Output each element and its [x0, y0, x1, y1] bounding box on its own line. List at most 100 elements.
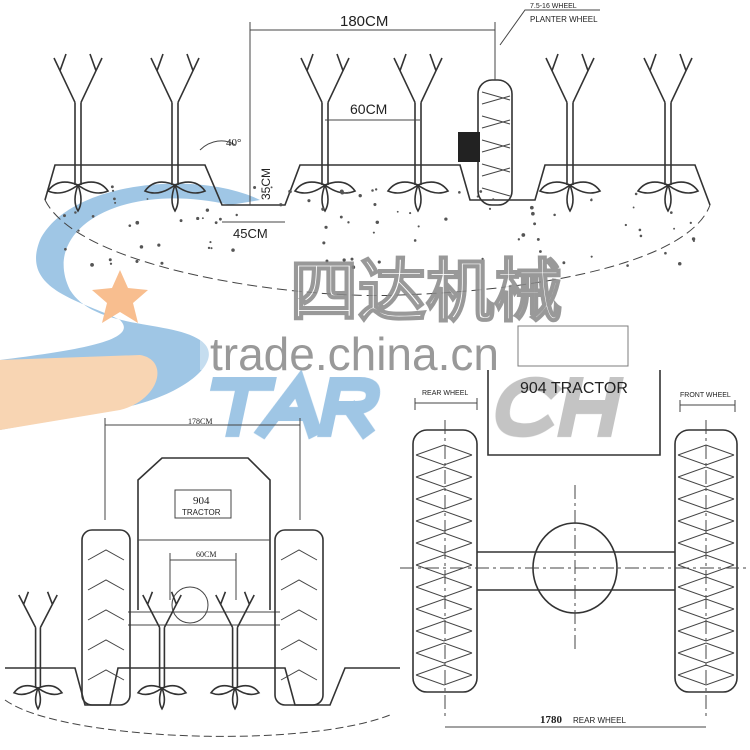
soil-speck [372, 231, 375, 234]
wheel-name-label: PLANTER WHEEL [530, 15, 598, 24]
front-wheel-label: FRONT WHEEL [680, 392, 731, 399]
soil-speck [235, 213, 238, 217]
plant-icon [538, 53, 602, 213]
tread-mark [415, 642, 473, 664]
soil-speck [689, 221, 692, 225]
soil-speck [492, 198, 495, 201]
soil-speck [279, 203, 283, 207]
soil-speck [218, 217, 222, 221]
model-label: TRACTOR [182, 508, 221, 517]
soil-speck [139, 245, 144, 249]
ridge-angle-label: 40° [226, 137, 241, 149]
soil-speck [350, 257, 354, 261]
tread-mark [677, 466, 735, 488]
tire-treads [415, 444, 735, 686]
tread-mark [415, 444, 473, 466]
plant-icon [386, 53, 450, 213]
soil-speck [196, 216, 200, 221]
soil-speck [110, 185, 114, 189]
soil-speck [347, 191, 350, 194]
rear-wheel-label: REAR WHEEL [422, 390, 468, 397]
tread-mark [415, 510, 473, 532]
soil-speck [113, 197, 116, 201]
soil-speck [135, 259, 139, 263]
soil-speck [517, 238, 521, 241]
soil-speck [351, 265, 356, 269]
soil-speck [488, 207, 492, 210]
soil-speck [324, 225, 328, 229]
soil-speck [270, 186, 273, 189]
watermark-logo-lettering [209, 369, 624, 440]
soil-speck [417, 225, 420, 228]
soil-speck [205, 208, 210, 212]
row-width-label: 180CM [340, 13, 388, 30]
plant-icon [293, 53, 357, 213]
plant-icon [209, 591, 261, 711]
soil-speck [253, 186, 257, 190]
soil-speck [669, 211, 673, 214]
soil-speck [108, 258, 112, 262]
soil-speck [638, 228, 642, 232]
soil-speck [64, 247, 67, 251]
soil-speck [538, 250, 542, 253]
watermark-site: trade.china.cn [210, 328, 499, 380]
soil-speck [342, 258, 346, 262]
wheelbase-label: REAR WHEEL [573, 716, 626, 725]
soil-speck [90, 262, 94, 267]
soil-speck [207, 246, 211, 250]
soil-speck [209, 241, 212, 244]
soil-speck [531, 211, 535, 216]
plant-icon [636, 53, 700, 213]
tread-mark [415, 532, 473, 554]
plant-icon [143, 53, 207, 213]
soil-speck [62, 214, 66, 218]
tread-mark [415, 554, 473, 576]
soil-speck [135, 220, 140, 225]
soil-speck [634, 192, 638, 196]
soil-speck [210, 247, 213, 250]
soil-speck [664, 251, 667, 255]
plan-tractor-label: 904 TRACTOR [520, 380, 628, 397]
furrow-width-label: 45CM [233, 226, 268, 241]
soil-speck [146, 198, 149, 200]
soil-speck [533, 222, 537, 226]
soil-speck [231, 248, 235, 252]
soil-speck [624, 223, 627, 227]
soil-speck [691, 237, 696, 241]
soil-speck [128, 224, 132, 227]
plant-spacing-label: 60CM [350, 101, 387, 117]
soil-speck [632, 206, 635, 209]
soil-speck [347, 221, 350, 224]
tread-mark [415, 598, 473, 620]
soil-speck [413, 239, 417, 242]
front-view: 178CM 904 TRACTOR 60CM [4, 417, 400, 737]
soil-speck [91, 214, 95, 218]
soil-speck [339, 189, 344, 194]
furrow-depth-label: 35CM [259, 168, 273, 200]
soil-speck [562, 261, 566, 265]
watermark-logo [0, 183, 624, 440]
soil-speck [553, 213, 556, 217]
soil-speck [307, 199, 311, 203]
wheel-size-label: 7.5-16 WHEEL [530, 3, 577, 10]
soil-speck [529, 205, 534, 210]
soil-speck [444, 217, 448, 221]
soil-speck [214, 221, 218, 225]
soil-speck [536, 237, 540, 241]
wheelbase-value: 1780 [540, 714, 563, 726]
tread-mark [415, 620, 473, 642]
model-number: 904 [193, 495, 210, 507]
tread-mark [415, 466, 473, 488]
soil-speck [626, 264, 629, 267]
soil-speck [160, 261, 164, 265]
soil-speck [109, 262, 113, 265]
tread-mark [415, 576, 473, 598]
soil-speck [673, 227, 676, 230]
soil-speck [179, 219, 183, 223]
soil-speck [373, 203, 377, 207]
soil-speck [458, 191, 461, 194]
soil-speckles [62, 185, 696, 269]
soil-speck [111, 189, 115, 192]
soil-speck [374, 188, 378, 191]
soil-speck [201, 217, 204, 220]
